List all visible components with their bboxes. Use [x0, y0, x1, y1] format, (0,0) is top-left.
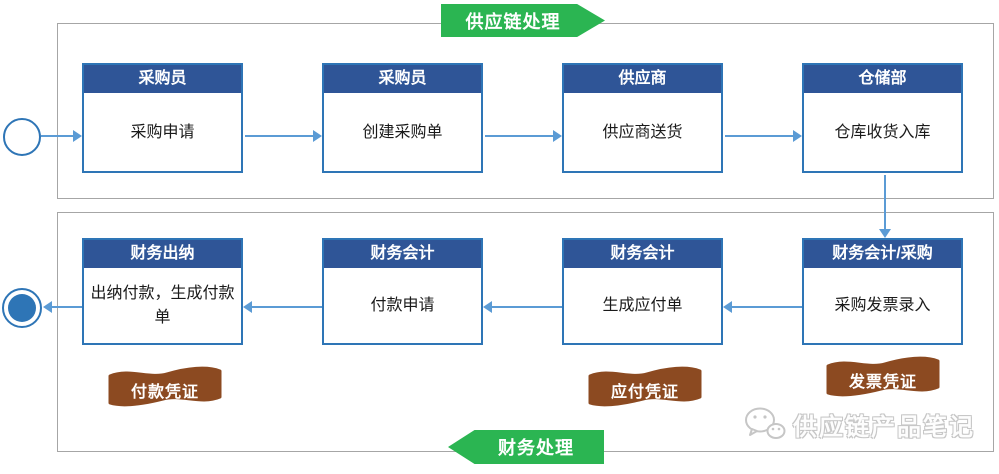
box-task: 出纳付款，生成付款单	[90, 285, 235, 326]
box-role: 财务会计/采购	[804, 240, 961, 269]
process-box-purchase-request: 采购员 采购申请	[82, 63, 243, 173]
supply-chain-banner: 供应链处理	[441, 4, 605, 37]
ribbon-label: 应付凭证	[610, 384, 679, 401]
arrow-left-icon	[43, 301, 52, 313]
wave-ribbon-icon	[826, 356, 940, 397]
box-role: 财务会计	[324, 240, 481, 269]
finance-banner-label: 财务处理	[498, 438, 574, 458]
end-node	[2, 288, 42, 328]
ribbon-payable-voucher: 应付凭证	[585, 364, 705, 410]
flow-connector	[245, 135, 313, 137]
wave-ribbon-icon	[108, 366, 222, 407]
process-box-warehouse-receipt: 仓储部 仓库收货入库	[802, 63, 963, 173]
flow-connector	[884, 175, 886, 229]
flow-connector	[252, 306, 322, 308]
box-task: 供应商送货	[602, 123, 683, 141]
arrow-left-icon	[723, 301, 732, 313]
box-task: 付款申请	[370, 297, 435, 314]
end-node-fill	[8, 294, 36, 322]
process-box-create-po: 采购员 创建采购单	[322, 63, 483, 173]
flow-connector	[41, 135, 73, 137]
box-task: 生成应付单	[602, 297, 683, 314]
flow-connector	[485, 135, 553, 137]
arrow-right-icon	[553, 130, 562, 142]
box-task: 采购发票录入	[834, 297, 931, 314]
process-box-cashier-payment: 财务出纳 出纳付款，生成付款单	[82, 238, 243, 345]
box-role: 供应商	[564, 65, 721, 94]
arrow-down-icon	[879, 229, 891, 238]
process-box-supplier-delivery: 供应商 供应商送货	[562, 63, 723, 173]
watermark: 供应链产品笔记	[744, 406, 975, 442]
flow-connector	[52, 306, 82, 308]
box-role: 财务出纳	[84, 240, 241, 269]
wechat-icon	[745, 407, 786, 439]
process-box-invoice-entry: 财务会计/采购 采购发票录入	[802, 238, 963, 345]
arrow-right-icon	[793, 130, 802, 142]
flow-connector	[492, 306, 562, 308]
wave-ribbon-icon	[588, 366, 702, 407]
box-role: 财务会计	[564, 240, 721, 269]
arrow-left-icon	[483, 301, 492, 313]
box-role: 采购员	[84, 65, 241, 94]
arrow-right-icon	[313, 130, 322, 142]
ribbon-invoice-voucher: 发票凭证	[823, 354, 943, 400]
ribbon-label: 发票凭证	[848, 374, 917, 391]
process-box-payment-request: 财务会计 付款申请	[322, 238, 483, 345]
box-task: 仓库收货入库	[834, 123, 931, 141]
flow-connector	[725, 135, 793, 137]
watermark-text: 供应链产品笔记	[793, 413, 975, 441]
finance-banner: 财务处理	[448, 430, 604, 464]
box-role: 仓储部	[804, 65, 961, 94]
supply-chain-banner-label: 供应链处理	[465, 11, 561, 32]
arrow-right-icon	[73, 130, 82, 142]
ribbon-payment-voucher: 付款凭证	[105, 364, 225, 410]
arrow-left-icon	[243, 301, 252, 313]
ribbon-label: 付款凭证	[130, 384, 199, 401]
flow-connector	[732, 306, 802, 308]
process-box-generate-payable: 财务会计 生成应付单	[562, 238, 723, 345]
start-node	[3, 118, 41, 156]
box-role: 采购员	[324, 65, 481, 94]
box-task: 创建采购单	[362, 123, 443, 141]
box-task: 采购申请	[130, 123, 195, 141]
